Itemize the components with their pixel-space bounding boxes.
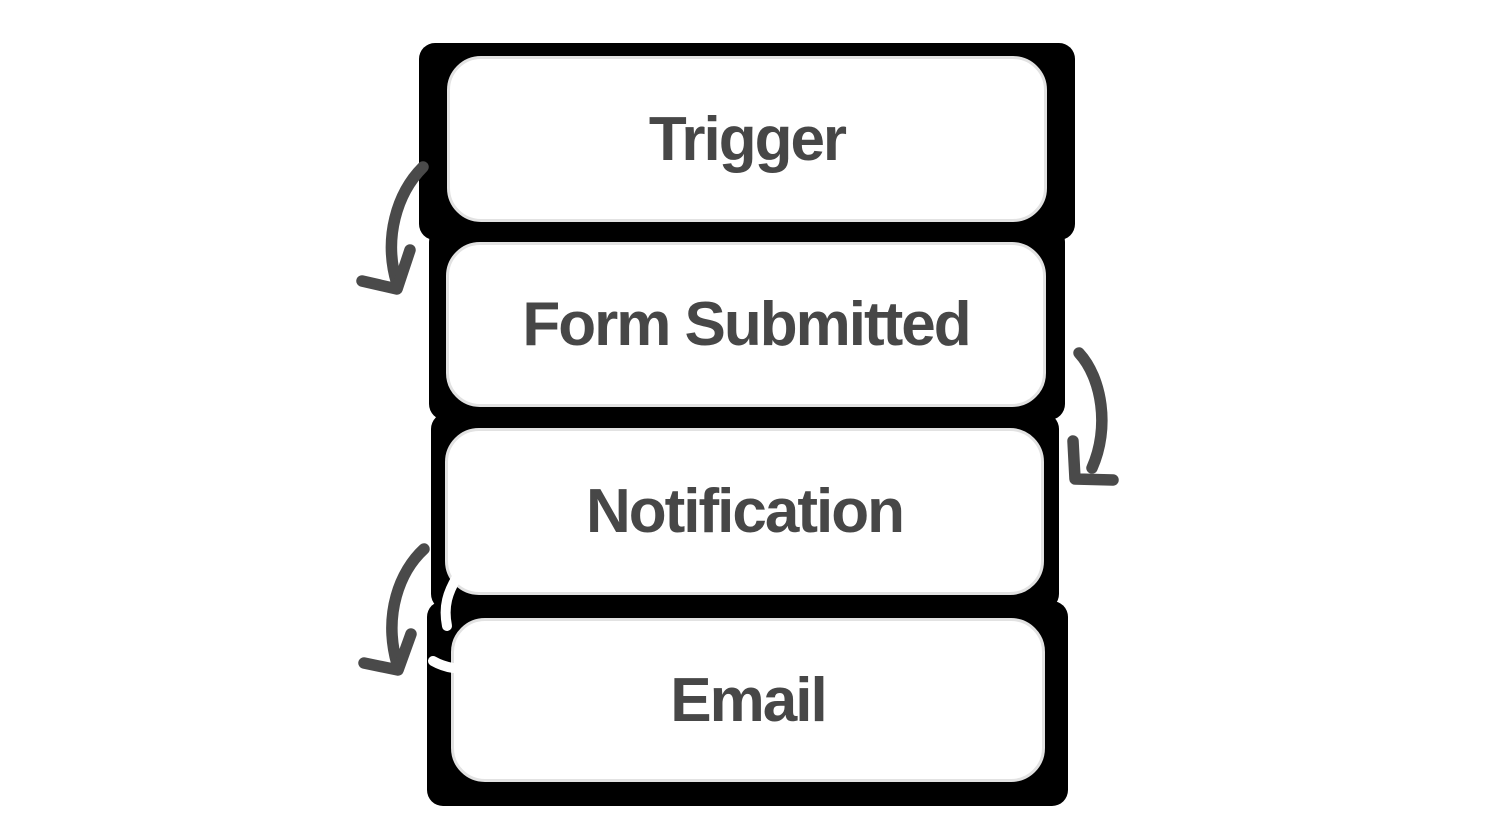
- node-label-notification: Notification: [586, 477, 905, 546]
- node-label-trigger: Trigger: [648, 104, 847, 174]
- arrow-form-submitted-to-notification-icon: [1067, 347, 1119, 486]
- node-trigger[interactable]: Trigger: [447, 56, 1047, 222]
- arrow-notification-to-email-icon: [358, 543, 430, 676]
- node-form-submitted[interactable]: Form Submitted: [446, 242, 1046, 407]
- node-label-email: Email: [670, 665, 827, 735]
- arrow-trigger-to-form-submitted-icon: [356, 161, 429, 295]
- node-notification[interactable]: Notification: [445, 428, 1044, 595]
- node-email[interactable]: Email: [451, 618, 1045, 782]
- node-label-form-submitted: Form Submitted: [522, 290, 971, 359]
